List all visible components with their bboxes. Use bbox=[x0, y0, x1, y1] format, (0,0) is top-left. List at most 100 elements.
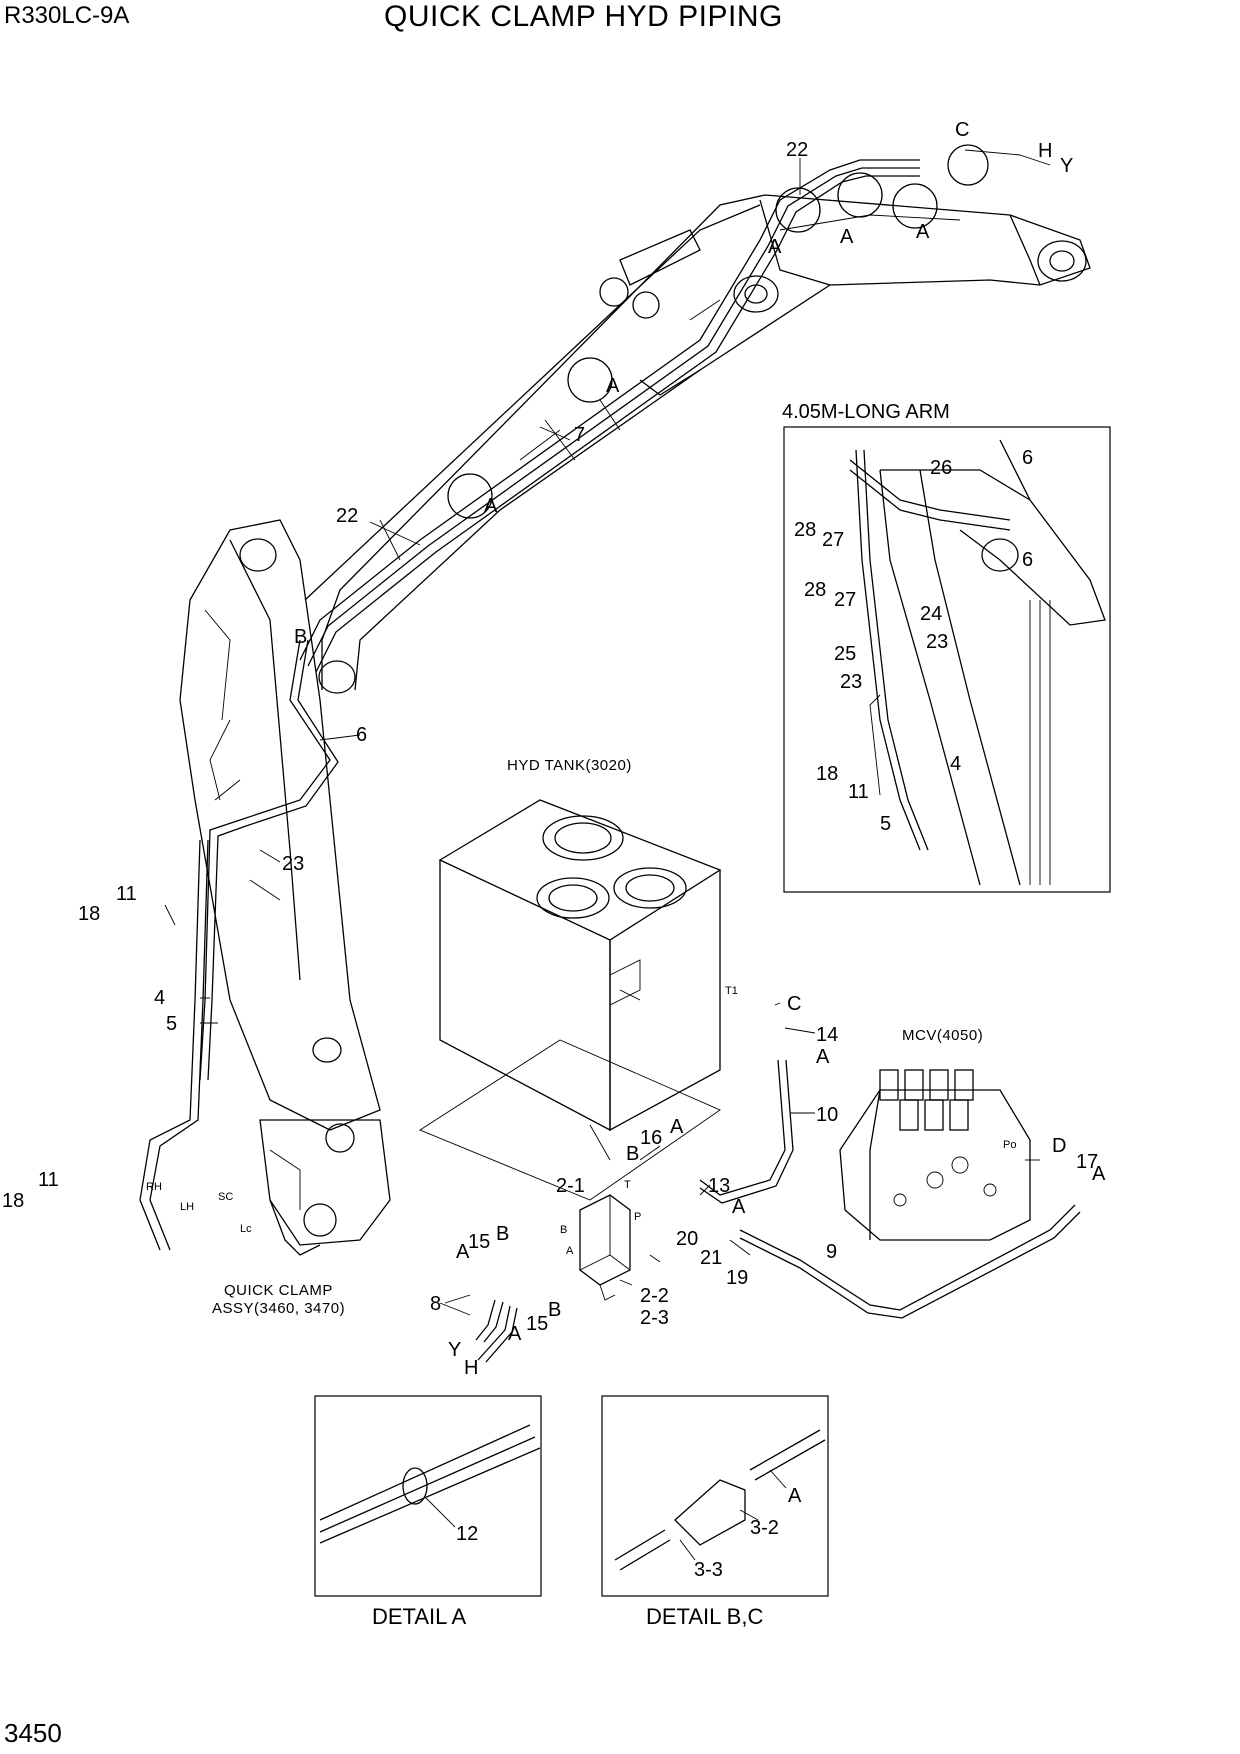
callout-11: 11 bbox=[38, 1169, 59, 1191]
callout-23: 23 bbox=[926, 631, 948, 653]
callout-6: 6 bbox=[356, 724, 367, 746]
callout-24: 24 bbox=[920, 603, 942, 625]
callout-d: D bbox=[1052, 1135, 1066, 1157]
callout-2-2: 2-2 bbox=[640, 1285, 669, 1307]
hose-10 bbox=[699, 1059, 794, 1204]
leader-lines bbox=[164, 149, 1051, 1316]
callout-a: A bbox=[788, 1485, 802, 1507]
inset-title: 4.05M-LONG ARM bbox=[782, 401, 950, 423]
callout-18: 18 bbox=[78, 903, 100, 925]
callout-a: A bbox=[768, 236, 782, 258]
callout-a: A bbox=[670, 1116, 684, 1138]
callout-3-3: 3-3 bbox=[694, 1559, 723, 1581]
callout-11: 11 bbox=[116, 883, 137, 905]
callout-a: A bbox=[732, 1196, 746, 1218]
callout-21: 21 bbox=[700, 1247, 722, 1269]
callout-a: A bbox=[456, 1241, 470, 1263]
boom-outline bbox=[304, 194, 1091, 691]
callout-25: 25 bbox=[834, 643, 856, 665]
callout-h: H bbox=[464, 1357, 478, 1379]
callout-15: 15 bbox=[526, 1313, 548, 1335]
quick-clamp-assy bbox=[259, 1119, 391, 1256]
callout-22: 22 bbox=[786, 139, 808, 161]
detail-a-circles bbox=[447, 144, 989, 519]
callout-10: 10 bbox=[816, 1104, 838, 1126]
callout-7: 7 bbox=[574, 424, 585, 446]
mark-b: B bbox=[560, 1224, 567, 1236]
callout-5: 5 bbox=[880, 813, 891, 835]
hyd-tank bbox=[419, 799, 722, 1201]
callout-b: B bbox=[294, 626, 307, 648]
callout-19: 19 bbox=[726, 1267, 748, 1289]
callout-a: A bbox=[484, 495, 498, 517]
callout-23: 23 bbox=[840, 671, 862, 693]
page-number: 3450 bbox=[4, 1718, 62, 1748]
callout-12: 12 bbox=[456, 1523, 478, 1545]
mcv-caption: MCV(4050) bbox=[902, 1027, 983, 1044]
callout-27: 27 bbox=[822, 529, 844, 551]
callout-28: 28 bbox=[804, 579, 826, 601]
callout-a: A bbox=[606, 375, 620, 397]
callout-17: 17 bbox=[1076, 1151, 1098, 1173]
mark-lh: LH bbox=[180, 1201, 194, 1213]
callout-c: C bbox=[955, 119, 969, 141]
callout-18: 18 bbox=[2, 1190, 24, 1212]
mark-rh: RH bbox=[146, 1181, 162, 1193]
callout-14: 14 bbox=[816, 1024, 838, 1046]
hyd-tank-caption: HYD TANK(3020) bbox=[507, 757, 632, 774]
detail-bc-box bbox=[601, 1395, 829, 1597]
callout-3-2: 3-2 bbox=[750, 1517, 779, 1539]
mark-sc: SC bbox=[218, 1191, 233, 1203]
callout-26: 26 bbox=[930, 457, 952, 479]
quick-clamp-caption-line1: QUICK CLAMP bbox=[224, 1282, 333, 1299]
callout-23: 23 bbox=[282, 853, 304, 875]
detail-bc-caption: DETAIL B,C bbox=[646, 1604, 763, 1629]
callout-27: 27 bbox=[834, 589, 856, 611]
arm-outline bbox=[179, 519, 381, 1131]
callout-a: A bbox=[916, 221, 930, 243]
quick-clamp-caption-line2: ASSY(3460, 3470) bbox=[212, 1300, 345, 1317]
callout-9: 9 bbox=[826, 1241, 837, 1263]
mark-t: T bbox=[624, 1179, 631, 1191]
callout-6: 6 bbox=[1022, 447, 1033, 469]
hose-9 bbox=[739, 1204, 1081, 1319]
callout-11: 11 bbox=[848, 781, 869, 803]
callout-28: 28 bbox=[794, 519, 816, 541]
mark-a: A bbox=[566, 1245, 574, 1257]
mark-p: P bbox=[634, 1211, 641, 1223]
detail-a-caption: DETAIL A bbox=[372, 1604, 466, 1629]
model-number: R330LC-9A bbox=[4, 2, 130, 29]
page-title: QUICK CLAMP HYD PIPING bbox=[384, 0, 783, 33]
callout-2-1: 2-1 bbox=[556, 1175, 585, 1197]
callout-4: 4 bbox=[950, 753, 961, 775]
callout-20: 20 bbox=[676, 1228, 698, 1250]
boom-hose-pipe-7 bbox=[299, 159, 920, 673]
mcv-valve bbox=[839, 1069, 1031, 1241]
callout-b: B bbox=[548, 1299, 561, 1321]
callout-15: 15 bbox=[468, 1231, 490, 1253]
callout-a: A bbox=[816, 1046, 830, 1068]
callout-b: B bbox=[496, 1223, 509, 1245]
callout-6: 6 bbox=[1022, 549, 1033, 571]
valve-block-2-1 bbox=[579, 1194, 631, 1301]
callout-22: 22 bbox=[336, 505, 358, 527]
callout-4: 4 bbox=[154, 987, 165, 1009]
callout-a: A bbox=[508, 1323, 522, 1345]
callout-5: 5 bbox=[166, 1013, 177, 1035]
callout-16: 16 bbox=[640, 1127, 662, 1149]
detail-a-box bbox=[314, 1395, 542, 1597]
inset-long-arm bbox=[783, 426, 1111, 893]
callout-2-3: 2-3 bbox=[640, 1307, 669, 1329]
mark-t1: T1 bbox=[725, 985, 738, 997]
callout-8: 8 bbox=[430, 1293, 441, 1315]
mark-lc: Lc bbox=[240, 1223, 252, 1235]
callout-labels: 22 C H Y A A A A A 7 22 B 6 23 11 18 4 5… bbox=[2, 119, 1106, 1581]
mark-po: Po bbox=[1003, 1139, 1016, 1151]
hose-8 bbox=[475, 1299, 518, 1363]
callout-y: Y bbox=[1060, 155, 1073, 177]
callout-a: A bbox=[1092, 1163, 1106, 1185]
callout-y: Y bbox=[448, 1339, 461, 1361]
arm-hoses bbox=[139, 639, 339, 1251]
